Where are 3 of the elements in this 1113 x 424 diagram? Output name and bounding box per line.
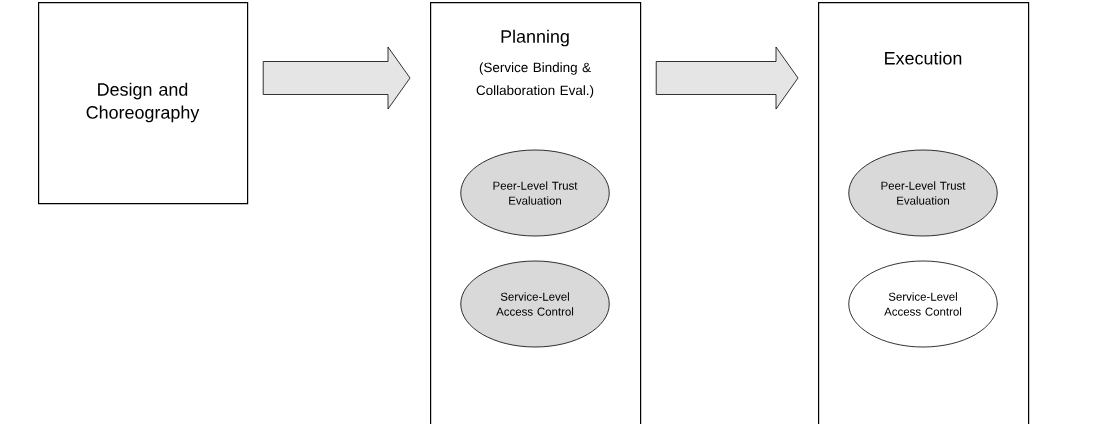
stage-box: Design and Choreography bbox=[38, 2, 249, 205]
block-arrow bbox=[262, 46, 411, 110]
block-arrow bbox=[655, 46, 799, 110]
